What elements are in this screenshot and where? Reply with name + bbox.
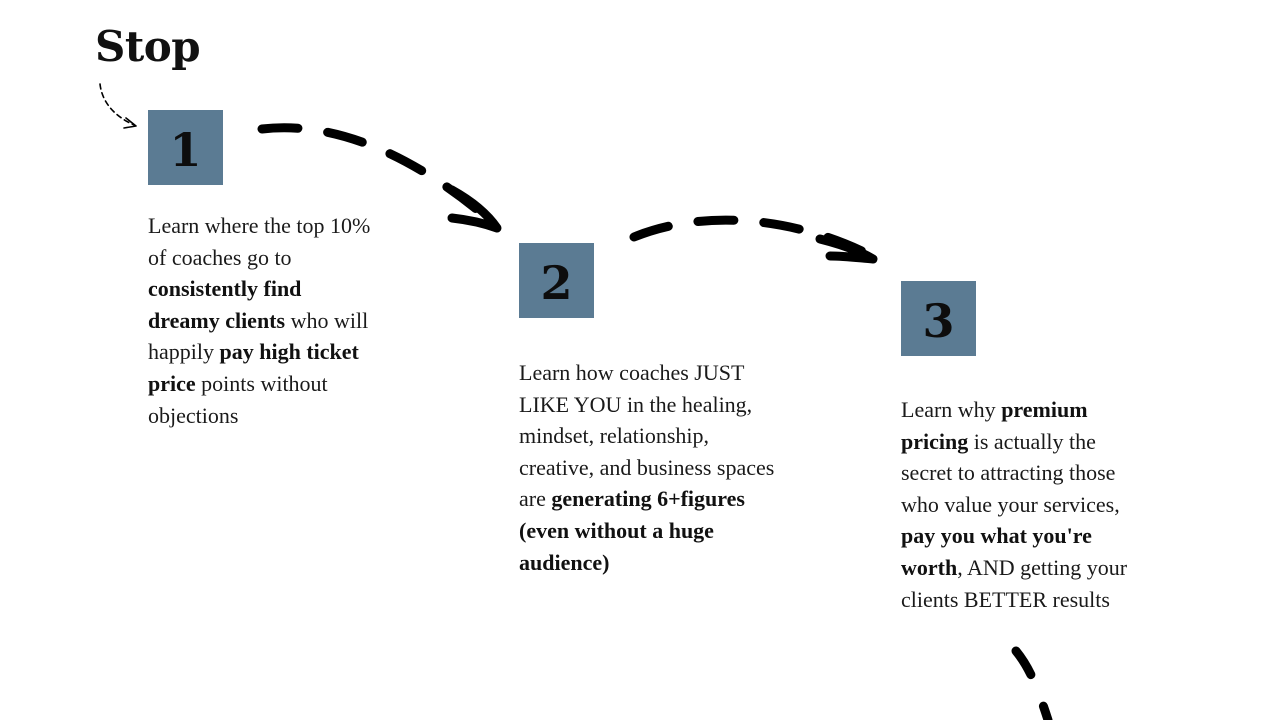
step-description: Learn how coaches JUST LIKE YOU in the h… <box>519 357 787 578</box>
step-description: Learn why premium pricing is actually th… <box>901 394 1141 615</box>
step-text-emphasis: generating 6+figures (even without a hug… <box>519 486 745 575</box>
step-text-emphasis: consistently find dreamy clients <box>148 276 302 333</box>
step-text-segment: , AND getting your clients BETTER result… <box>901 554 1128 612</box>
page-heading: Stop <box>95 22 201 71</box>
step-text-segment: is actually the secret to attracting tho… <box>901 428 1120 517</box>
step-text-segment: who will happily <box>148 307 369 365</box>
step-text-segment: Learn where the top 10% of coaches go to <box>148 213 371 270</box>
step-number-box: 3 <box>901 281 976 356</box>
step-number: 2 <box>540 255 573 310</box>
step-text-emphasis: pay you what you're worth <box>901 523 1092 580</box>
dashed-curved-arrow-icon <box>629 215 878 264</box>
step-number-box: 2 <box>519 243 594 318</box>
step-text-segment: Learn why <box>901 397 1002 422</box>
step-text-segment: points without objections <box>148 370 328 428</box>
step-number-box: 1 <box>148 110 223 185</box>
dashed-curved-arrow-icon <box>1011 646 1053 720</box>
step-number: 1 <box>169 122 202 177</box>
step-number: 3 <box>922 293 955 348</box>
small-dashed-arrow-icon <box>99 83 137 129</box>
step-text-emphasis: pay high ticket price <box>148 339 359 396</box>
step-text-segment: Learn how coaches JUST LIKE YOU in the h… <box>519 360 775 512</box>
step-description: Learn where the top 10% of coaches go to… <box>148 210 373 431</box>
step-text-emphasis: premium pricing <box>901 397 1088 454</box>
